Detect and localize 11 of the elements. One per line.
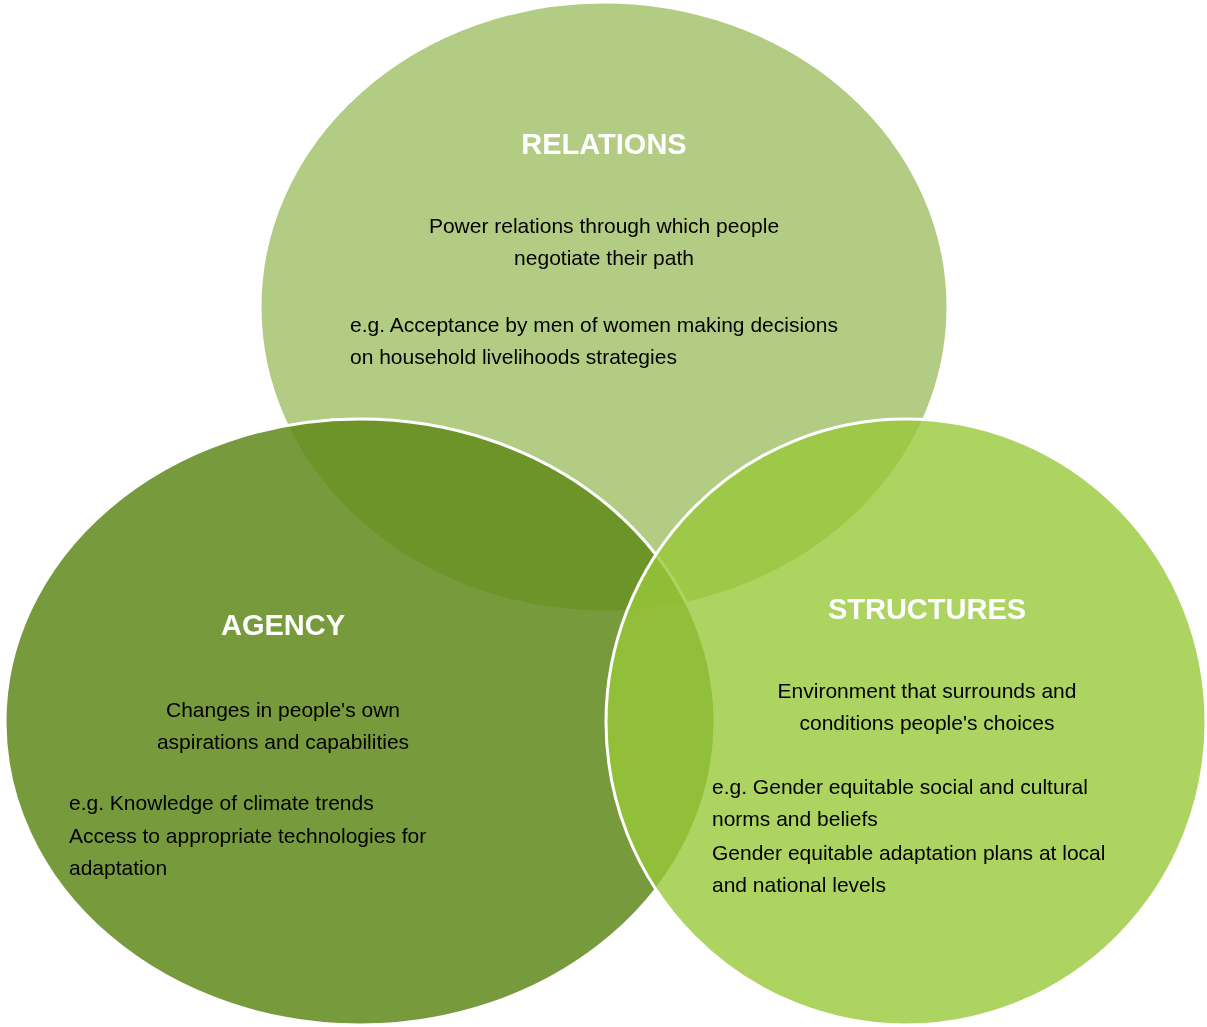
example-text: e.g. Acceptance by men of women making decisions on household livelihoods strategies	[350, 312, 839, 370]
example-text: Access to appropriate technologies for adaptation	[69, 823, 428, 881]
example-text: Gender equitable adaptation plans at local and national levels	[712, 840, 1107, 898]
description-text: Power relations through which people negotiate their path	[427, 213, 781, 271]
circle-heading: RELATIONS	[520, 127, 688, 162]
example-text: e.g. Gender equitable social and cultural norms and beliefs	[712, 774, 1089, 832]
circle-heading: AGENCY	[219, 608, 347, 643]
description-text: Changes in people's own aspirations and capabilities	[155, 697, 411, 755]
description-text: Environment that surrounds and conditions people's choices	[776, 678, 1078, 736]
example-text: e.g. Knowledge of climate trends	[69, 790, 375, 816]
circle-heading: STRUCTURES	[826, 592, 1028, 627]
